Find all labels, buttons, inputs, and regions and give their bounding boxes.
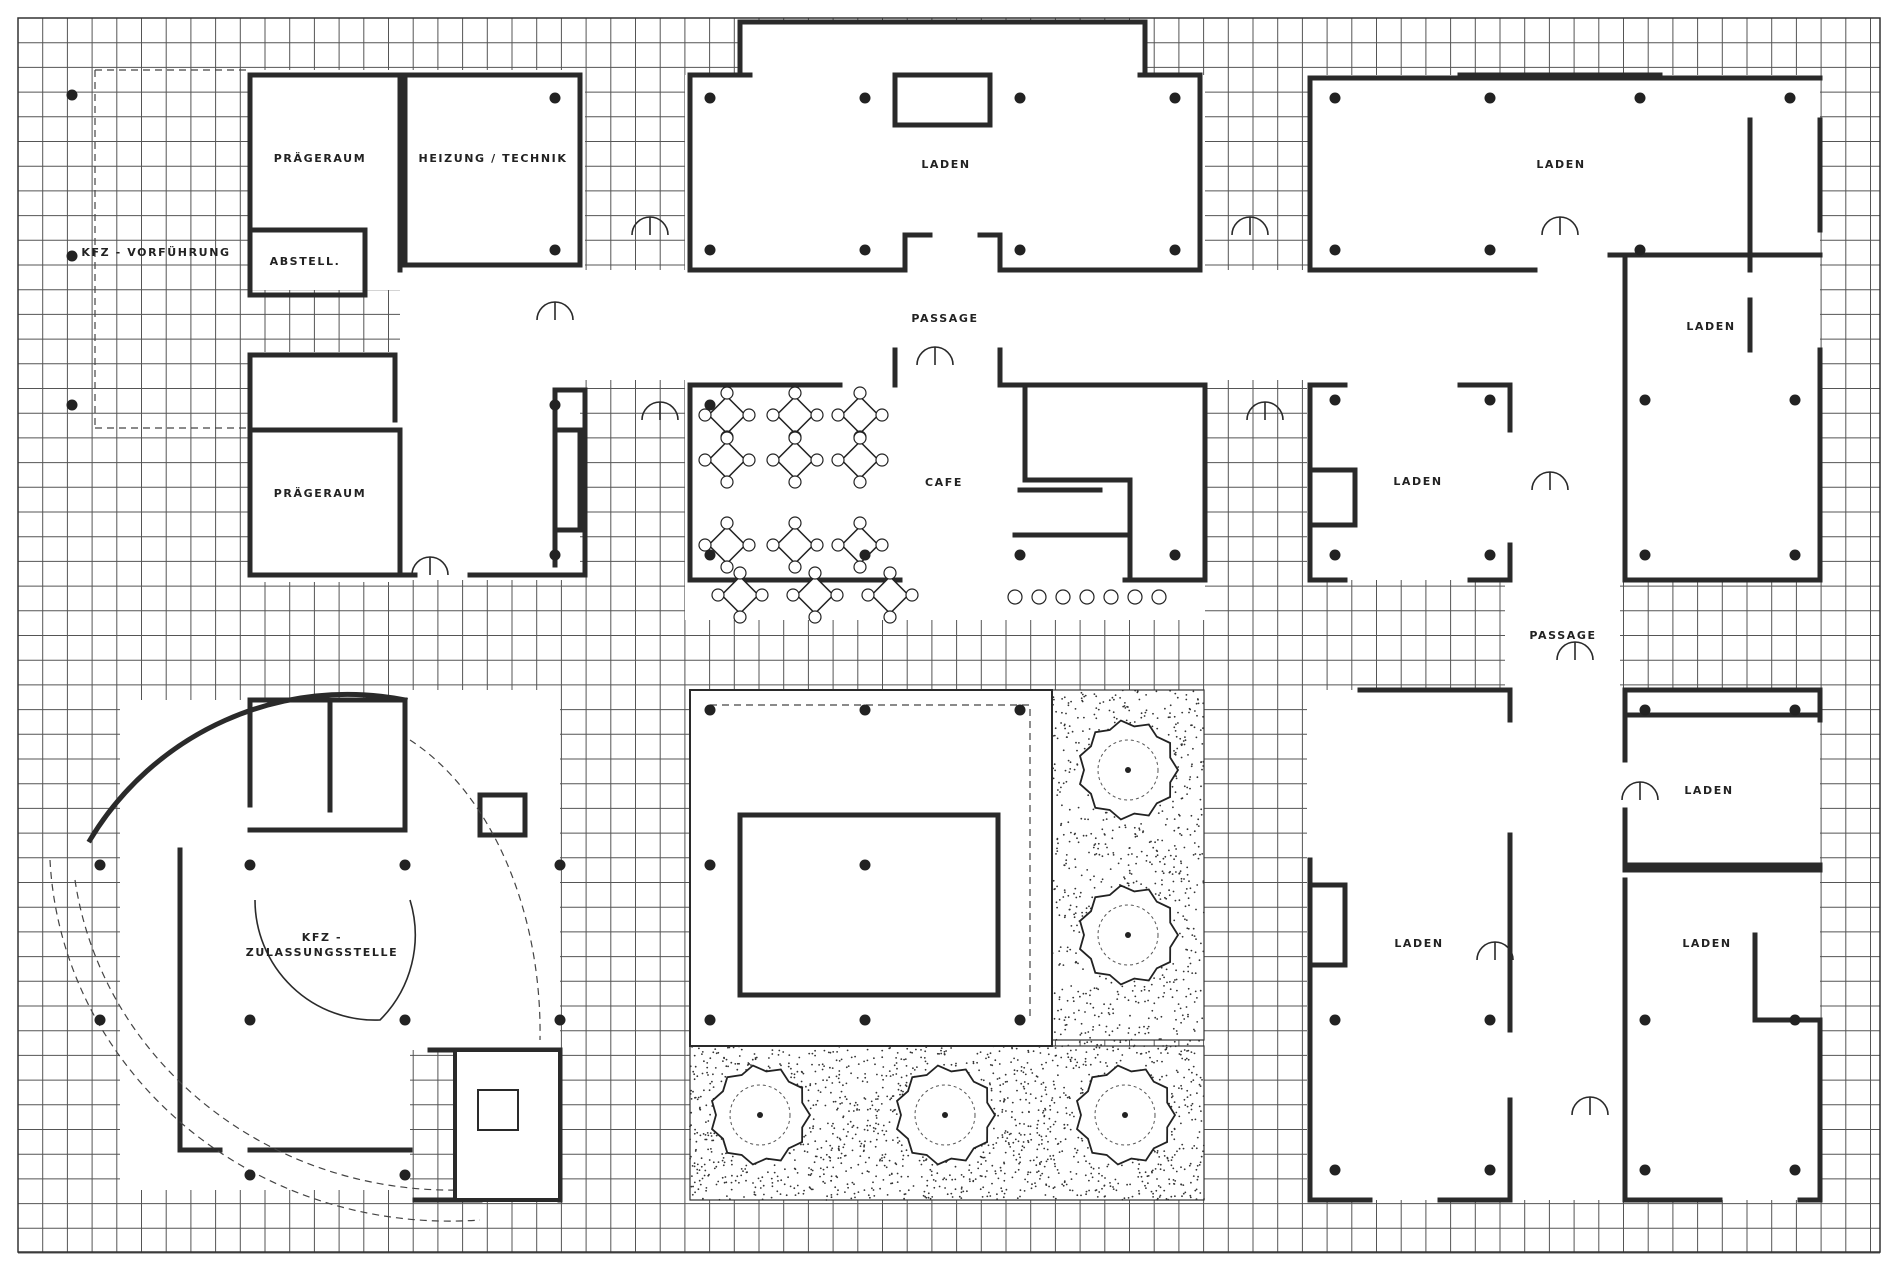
label-laden-east-mid: LADEN [1684, 784, 1733, 797]
building-walls [177, 19, 1823, 1203]
room-labels: PRÄGERAUM HEIZUNG / TECHNIK ABSTELL. PRÄ… [81, 151, 1735, 959]
label-prageraum-1: PRÄGERAUM [274, 151, 367, 165]
paving-grid [17, 17, 1881, 1254]
label-prageraum-2: PRÄGERAUM [274, 486, 367, 500]
cafe-tables [698, 386, 1167, 624]
label-kfz-vorfuhrung: KFZ - VORFÜHRUNG [81, 245, 230, 259]
structural-columns [66, 89, 1801, 1181]
label-laden-se-east: LADEN [1682, 937, 1731, 950]
label-cafe: CAFE [925, 476, 963, 489]
courtyard-pool [689, 689, 1053, 1047]
kfz-vorfuhrung-zone [94, 69, 250, 429]
label-laden-se-west: LADEN [1394, 937, 1443, 950]
label-passage-east: PASSAGE [1529, 629, 1596, 642]
label-heizung-technik: HEIZUNG / TECHNIK [419, 152, 568, 165]
label-laden-ne: LADEN [1536, 158, 1585, 171]
label-laden-east-upper: LADEN [1686, 320, 1735, 333]
kfz-zulassungsstelle-building [49, 691, 562, 1222]
label-abstell: ABSTELL. [270, 255, 341, 268]
label-kfz-zulassung-2: ZULASSUNGSSTELLE [246, 946, 398, 959]
label-laden-mid: LADEN [1393, 475, 1442, 488]
label-passage-north: PASSAGE [911, 312, 978, 325]
label-kfz-zulassung-1: KFZ - [302, 931, 342, 944]
tree-icons [710, 719, 1180, 1166]
label-laden-north: LADEN [921, 158, 970, 171]
